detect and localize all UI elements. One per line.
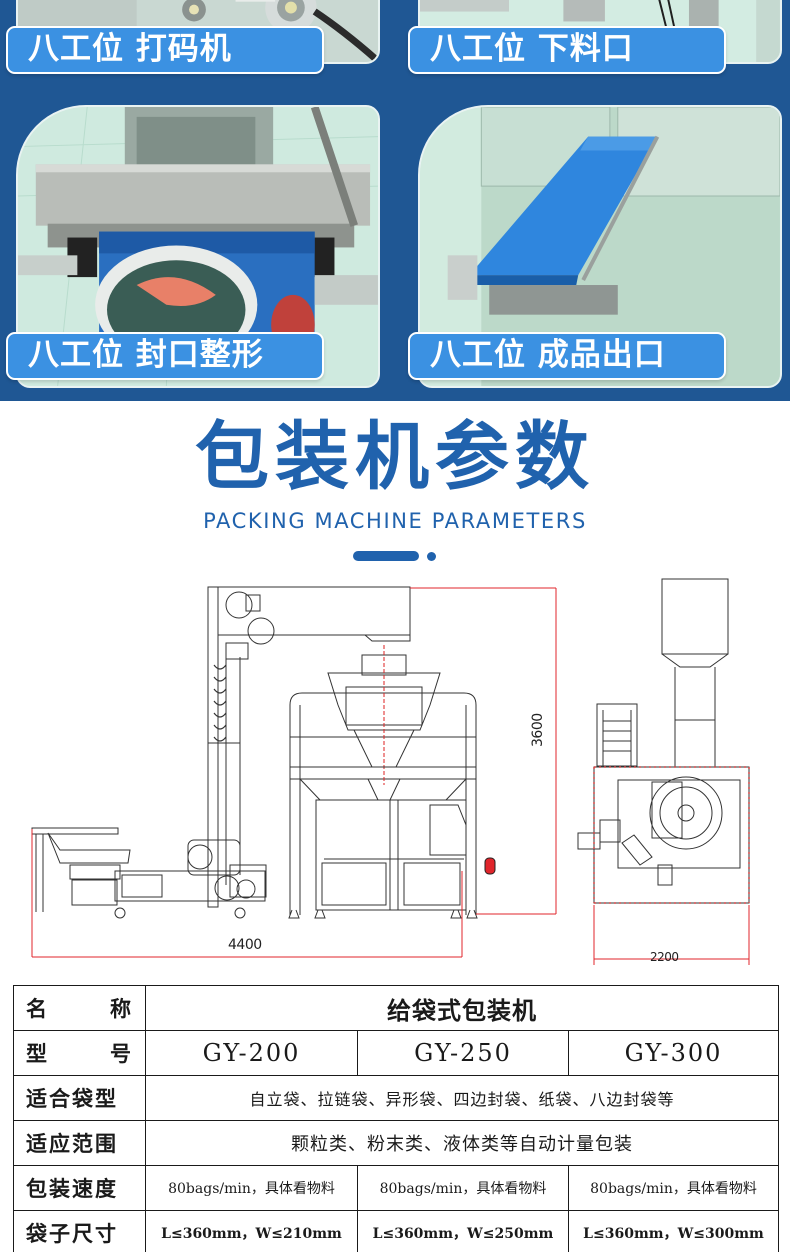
height-dimension-label: 3600 [530, 713, 546, 747]
table-row-model: 型号 GY-200 GY-250 GY-300 [13, 1030, 780, 1076]
title-decoration-bar [353, 551, 419, 561]
bag-size-gy250: L≤360mm，W≤250mm [357, 1210, 569, 1252]
machine-dimension-drawing: 4400 3600 2200 [0, 575, 790, 975]
station-label-coding: 八工位 打码机 [6, 26, 324, 74]
section-title-en: PACKING MACHINE PARAMETERS [203, 509, 587, 533]
bag-types-value: 自立袋、拉链袋、异形袋、四边封袋、纸袋、八边封袋等 [144, 1075, 780, 1121]
speed-gy200: 80bags/min，具体看物料 [145, 1165, 358, 1211]
spec-table: 名称 给袋式包装机 型号 GY-200 GY-250 GY-300 适合袋型 自… [13, 985, 780, 1252]
row-header-bag-types: 适合袋型 [13, 1075, 146, 1121]
table-row-bag-size: 袋子尺寸 L≤360mm，W≤210mm L≤360mm，W≤250mm L≤3… [13, 1210, 780, 1252]
station-label-output: 八工位 成品出口 [408, 332, 726, 380]
depth-dimension-label: 2200 [650, 950, 679, 964]
section-title-cn: 包装机参数 [195, 414, 595, 500]
table-row-bag-types: 适合袋型 自立袋、拉链袋、异形袋、四边封袋、纸袋、八边封袋等 [13, 1075, 780, 1121]
row-header-bag-size: 袋子尺寸 [13, 1210, 146, 1252]
machine-name-value: 给袋式包装机 [144, 985, 780, 1031]
machine-drawing-svg [31, 578, 750, 965]
model-gy300: GY-300 [567, 1030, 780, 1076]
station-label-discharge: 八工位 下料口 [408, 26, 726, 74]
table-row-name: 名称 给袋式包装机 [13, 985, 780, 1031]
row-header-name: 名称 [13, 985, 146, 1031]
row-header-application: 适应范围 [13, 1120, 146, 1166]
speed-gy250: 80bags/min，具体看物料 [357, 1165, 569, 1211]
application-value: 颗粒类、粉末类、液体类等自动计量包装 [144, 1120, 780, 1166]
width-dimension-label: 4400 [228, 937, 262, 953]
station-label-sealing: 八工位 封口整形 [6, 332, 324, 380]
bag-size-gy200: L≤360mm，W≤210mm [145, 1210, 358, 1252]
table-row-application: 适应范围 颗粒类、粉末类、液体类等自动计量包装 [13, 1120, 780, 1166]
title-decoration-dot [427, 552, 436, 561]
row-header-model: 型号 [13, 1030, 146, 1076]
speed-gy300: 80bags/min，具体看物料 [567, 1165, 780, 1211]
model-gy200: GY-200 [145, 1030, 358, 1076]
table-row-speed: 包装速度 80bags/min，具体看物料 80bags/min，具体看物料 8… [13, 1165, 780, 1211]
row-header-speed: 包装速度 [13, 1165, 146, 1211]
station-photo-grid: 八工位 打码机 八工位 下料口 [0, 0, 790, 401]
model-gy250: GY-250 [357, 1030, 569, 1076]
bag-size-gy300: L≤360mm，W≤300mm [567, 1210, 780, 1252]
